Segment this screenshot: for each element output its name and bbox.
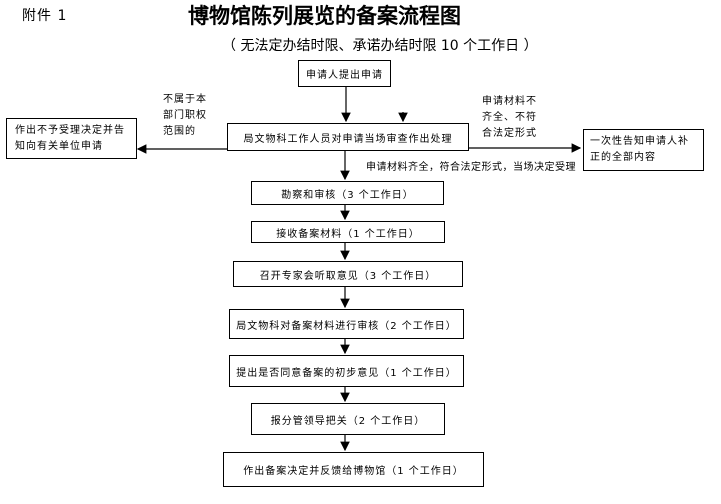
- step-notify: 一次性告知申请人补正的全部内容: [583, 129, 704, 171]
- step-inspect: 勘察和审核（3 个工作日）: [251, 181, 444, 205]
- step-review: 局文物科工作人员对申请当场审查作出处理: [227, 123, 469, 151]
- step-expert-meeting: 召开专家会听取意见（3 个工作日）: [233, 261, 463, 287]
- label-accepted: 申请材料齐全，符合法定形式，当场决定受理: [366, 162, 576, 173]
- notify-line2: 正的全部内容: [590, 152, 656, 163]
- label-line: 齐全、不符: [482, 112, 537, 123]
- step-apply: 申请人提出申请: [298, 60, 391, 87]
- label-line: 部门职权: [163, 110, 207, 121]
- step-reject: 作出不予受理决定并告知向有关单位申请: [6, 118, 137, 159]
- label-line: 申请材料不: [482, 96, 537, 107]
- reject-line1: 作出不予受理决定并告: [15, 124, 125, 136]
- label-line: 不属于本: [163, 94, 207, 105]
- reject-line2: 知向有关单位申请: [15, 140, 103, 152]
- label-out-of-scope: 不属于本 部门职权 范围的: [163, 92, 207, 140]
- step-decision: 作出备案决定并反馈给博物馆（1 个工作日）: [223, 452, 484, 487]
- label-line: 合法定形式: [482, 128, 537, 139]
- page-title: 博物馆陈列展览的备案流程图: [188, 3, 461, 28]
- step-preliminary-opinion: 提出是否同意备案的初步意见（1 个工作日）: [229, 355, 464, 387]
- notify-line1: 一次性告知申请人补: [590, 136, 689, 147]
- attachment-label: 附件 1: [22, 8, 68, 24]
- step-leader-check: 报分管领导把关（2 个工作日）: [251, 403, 445, 435]
- label-incomplete: 申请材料不 齐全、不符 合法定形式: [482, 94, 537, 142]
- subtitle: （ 无法定办结时限、承诺办结时限 10 个工作日 ）: [222, 38, 538, 54]
- label-line: 范围的: [163, 126, 196, 137]
- step-material-review: 局文物科对备案材料进行审核（2 个工作日）: [229, 309, 464, 339]
- step-receive: 接收备案材料（1 个工作日）: [251, 221, 445, 243]
